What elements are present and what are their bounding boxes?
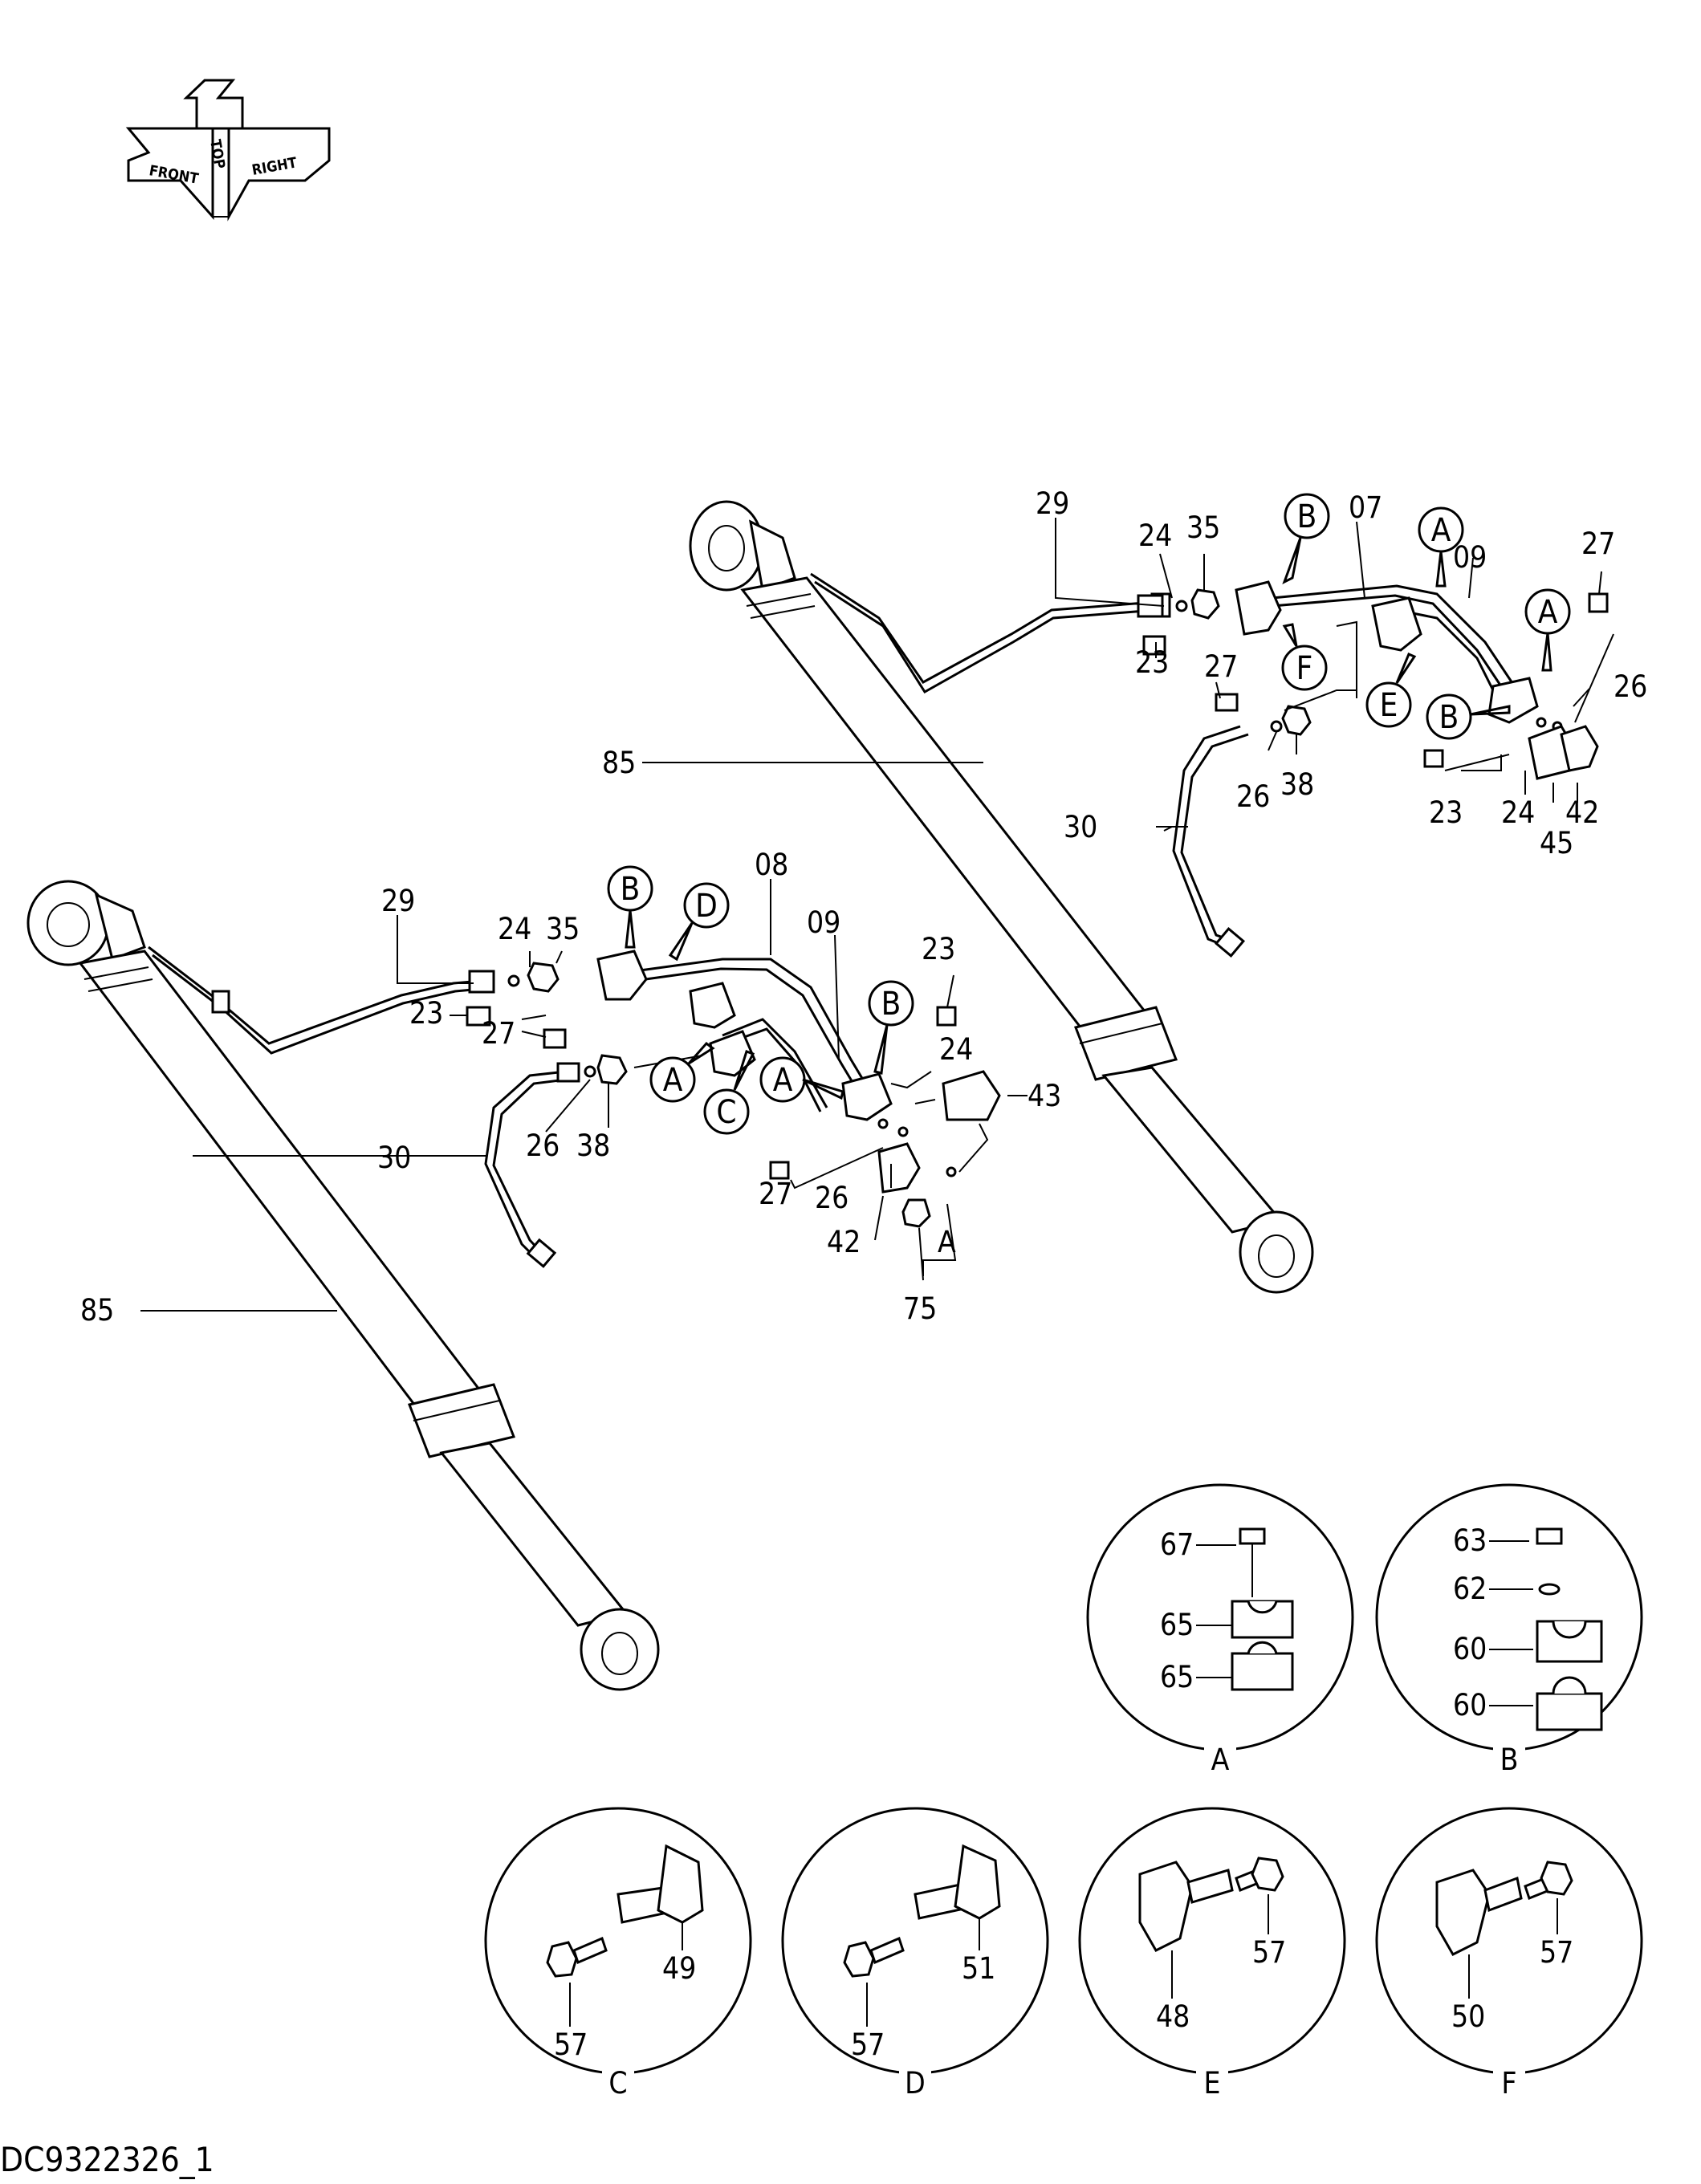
right-cylinder bbox=[689, 500, 1314, 1294]
detail-f-letter: F bbox=[1501, 2066, 1516, 2101]
left-label-38: 38 bbox=[576, 1129, 610, 1163]
detail-b-letter: B bbox=[1500, 1743, 1519, 1777]
left-callout-a: A bbox=[663, 1062, 683, 1099]
right-fittings bbox=[1137, 580, 1609, 780]
detail-b-label-63: 63 bbox=[1453, 1523, 1487, 1558]
right-part-labels: 29 24 35 23 27 26 38 30 85 07 09 27 26 2… bbox=[602, 486, 1647, 860]
detail-b-label-60-bottom: 60 bbox=[1453, 1688, 1487, 1722]
right-label-30: 30 bbox=[1064, 810, 1097, 844]
detail-f: 50 57 F bbox=[1375, 1807, 1643, 2101]
left-leaders bbox=[140, 879, 1028, 1312]
right-label-24b: 24 bbox=[1501, 795, 1535, 830]
right-label-35: 35 bbox=[1186, 510, 1220, 545]
right-label-45: 45 bbox=[1540, 826, 1573, 860]
left-label-42: 42 bbox=[827, 1225, 861, 1259]
left-label-26b: 26 bbox=[815, 1181, 848, 1215]
orientation-front: FRONT bbox=[148, 162, 200, 187]
detail-a-label-67: 67 bbox=[1160, 1527, 1194, 1562]
left-label-27b: 27 bbox=[759, 1177, 792, 1211]
left-label-23: 23 bbox=[409, 996, 443, 1031]
drawing-code: DC9322326_1 bbox=[0, 2140, 214, 2179]
left-callout-c: C bbox=[716, 1094, 736, 1131]
right-callout-b-right: B bbox=[1439, 699, 1459, 736]
right-label-29: 29 bbox=[1036, 486, 1069, 521]
left-label-09: 09 bbox=[807, 905, 840, 940]
orientation-right: RIGHT bbox=[250, 154, 298, 178]
right-label-09: 09 bbox=[1453, 540, 1487, 575]
right-label-27: 27 bbox=[1204, 649, 1238, 684]
left-part-labels: 29 24 35 23 27 26 38 30 85 08 09 23 24 4… bbox=[80, 848, 1061, 1328]
detail-a-label-65-top: 65 bbox=[1160, 1608, 1194, 1642]
left-label-85: 85 bbox=[80, 1293, 114, 1328]
right-callout-a-top: A bbox=[1431, 512, 1451, 549]
detail-d-letter: D bbox=[905, 2066, 926, 2101]
left-label-24: 24 bbox=[498, 912, 531, 946]
left-callout-b2: B bbox=[881, 986, 901, 1023]
left-label-08: 08 bbox=[755, 848, 788, 882]
detail-e-label-48: 48 bbox=[1156, 1999, 1190, 2034]
detail-e-label-57: 57 bbox=[1252, 1935, 1286, 1970]
right-callout-e: E bbox=[1380, 687, 1398, 724]
right-label-23: 23 bbox=[1135, 645, 1169, 680]
right-callout-b-top: B bbox=[1297, 498, 1317, 535]
detail-e: 48 57 E bbox=[1078, 1807, 1346, 2101]
right-label-38: 38 bbox=[1280, 767, 1314, 802]
orientation-top: TOP bbox=[206, 138, 228, 170]
detail-c-label-57: 57 bbox=[554, 2027, 588, 2062]
right-label-07: 07 bbox=[1349, 490, 1382, 525]
right-label-26b: 26 bbox=[1614, 669, 1647, 704]
orientation-marker: FRONT TOP RIGHT bbox=[125, 79, 331, 222]
left-callout-a2: A bbox=[773, 1062, 793, 1099]
right-label-24: 24 bbox=[1138, 519, 1172, 553]
left-label-26: 26 bbox=[526, 1129, 560, 1163]
detail-b-label-60-top: 60 bbox=[1453, 1632, 1487, 1666]
right-leaders bbox=[642, 518, 1614, 832]
left-label-29: 29 bbox=[381, 884, 415, 918]
left-cylinder bbox=[26, 880, 660, 1691]
left-fittings bbox=[466, 950, 1001, 1228]
left-label-43: 43 bbox=[1028, 1079, 1061, 1113]
detail-c: 57 49 C bbox=[484, 1807, 752, 2101]
left-label-23b: 23 bbox=[922, 932, 955, 966]
detail-b-label-62: 62 bbox=[1453, 1572, 1487, 1606]
detail-d: 57 51 D bbox=[781, 1807, 1049, 2101]
right-callout-a-right: A bbox=[1538, 594, 1558, 631]
left-label-30: 30 bbox=[377, 1141, 411, 1175]
left-label-24b: 24 bbox=[939, 1032, 973, 1067]
left-label-35: 35 bbox=[546, 912, 580, 946]
right-label-26: 26 bbox=[1236, 779, 1270, 814]
detail-c-letter: C bbox=[608, 2066, 627, 2101]
right-label-85: 85 bbox=[602, 746, 636, 780]
left-callout-d: D bbox=[695, 888, 718, 925]
detail-c-label-49: 49 bbox=[662, 1951, 696, 1986]
detail-f-label-50: 50 bbox=[1451, 1999, 1485, 2034]
right-label-42: 42 bbox=[1565, 795, 1599, 830]
right-callouts: B A A F E B bbox=[1281, 493, 1571, 740]
detail-d-label-51: 51 bbox=[962, 1951, 995, 1986]
left-callouts: B D A C A B bbox=[607, 865, 914, 1135]
detail-a: 67 65 65 A bbox=[1086, 1483, 1354, 1777]
right-callout-f: F bbox=[1296, 650, 1313, 687]
left-label-a: A bbox=[938, 1225, 956, 1259]
left-label-27: 27 bbox=[482, 1016, 515, 1051]
left-label-75: 75 bbox=[903, 1291, 937, 1326]
right-label-27b: 27 bbox=[1581, 527, 1615, 561]
detail-d-label-57: 57 bbox=[851, 2027, 885, 2062]
right-label-23b: 23 bbox=[1429, 795, 1463, 830]
detail-a-label-65-bottom: 65 bbox=[1160, 1660, 1194, 1694]
detail-f-label-57: 57 bbox=[1540, 1935, 1573, 1970]
detail-a-letter: A bbox=[1211, 1743, 1230, 1777]
detail-e-letter: E bbox=[1203, 2066, 1220, 2101]
left-callout-b: B bbox=[621, 871, 641, 908]
detail-b: 63 62 60 60 B bbox=[1375, 1483, 1643, 1777]
